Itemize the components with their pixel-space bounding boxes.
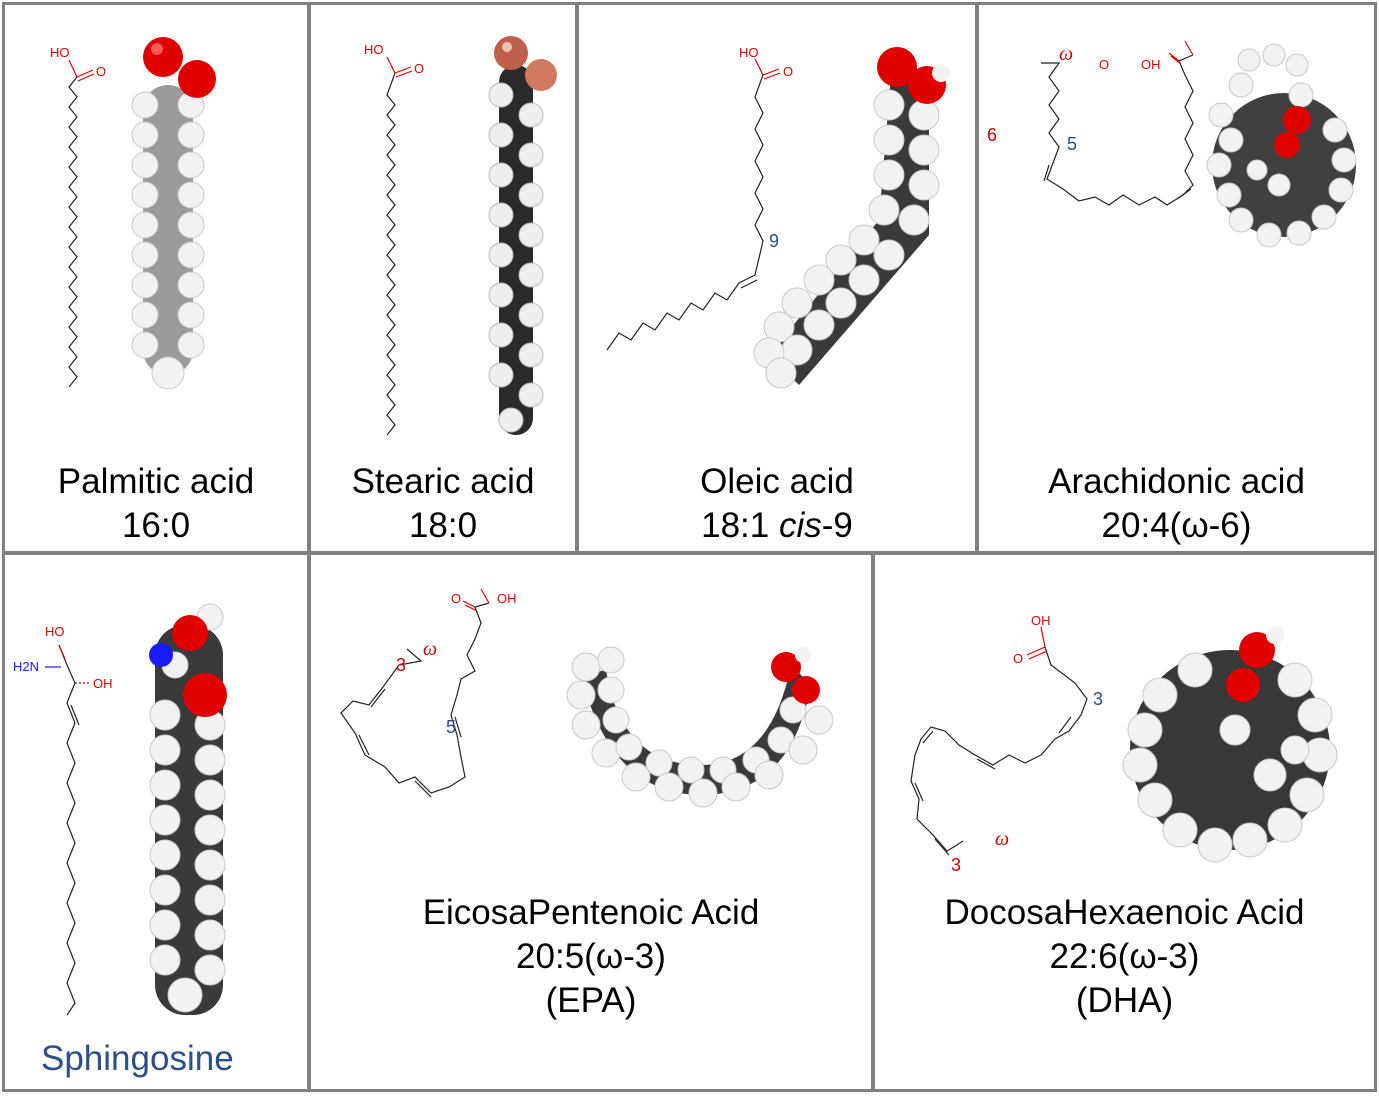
palmitic-acid-caption: Palmitic acid 16:0 — [5, 460, 307, 548]
stearic-acid-notation: 18:0 — [408, 506, 478, 545]
hydroxyl-label: HO — [45, 624, 65, 639]
stearic-acid-caption: Stearic acid 18:0 — [311, 460, 575, 548]
eicosapentenoic-acid-notation: 20:5(ω-3) — [516, 937, 666, 976]
omega-position-marker: 6 — [987, 125, 997, 145]
hydroxyl-label: OH — [497, 591, 517, 606]
docosahexaenoic-acid-name: DocosaHexaenoic Acid — [944, 893, 1305, 932]
oleic-acid-space-filling-model — [753, 47, 950, 389]
palmitic-acid-notation: 16:0 — [121, 506, 191, 545]
eicosapentenoic-acid-space-filling-model — [566, 646, 834, 808]
palmitic-acid-structure: HO O — [50, 37, 216, 390]
carbonyl-oxygen-label: O — [1013, 651, 1023, 666]
sphingosine-caption: Sphingosine — [41, 1037, 307, 1081]
stearic-acid-structure: HO O — [364, 36, 557, 436]
hydroxyl-label-2: OH — [93, 676, 113, 691]
panel-arachidonic-acid: ω O OH 6 5 Arachidonic acid 20:4(ω-6) — [976, 2, 1377, 554]
sphingosine-structure: HO H2N OH — [13, 603, 227, 1016]
double-bond-position-marker: 5 — [1067, 134, 1077, 154]
oleic-acid-structure: HO O 9 — [606, 45, 950, 389]
carbonyl-oxygen-label: O — [414, 61, 424, 76]
panel-sphingosine: HO H2N OH Sphingosine — [2, 552, 310, 1092]
hydroxyl-label: HO — [364, 42, 384, 57]
carbonyl-oxygen-label: O — [451, 591, 461, 606]
carbonyl-oxygen-label: O — [1099, 57, 1109, 72]
docosahexaenoic-acid-structure: OH O 3 3 ω — [910, 613, 1338, 875]
palmitic-acid-name: Palmitic acid — [57, 462, 255, 501]
arachidonic-acid-notation: 20:4(ω-6) — [1101, 506, 1252, 545]
hydroxyl-label: HO — [739, 45, 759, 60]
stearic-acid-space-filling-model — [488, 36, 557, 435]
panel-docosahexaenoic-acid: OH O 3 3 ω DocosaHexaenoic Acid 22:6(ω-3… — [872, 552, 1377, 1092]
omega-position-marker: 3 — [396, 655, 406, 675]
eicosapentenoic-acid-abbreviation: (EPA) — [545, 981, 637, 1020]
stearic-acid-name: Stearic acid — [351, 462, 535, 501]
palmitic-acid-space-filling-model — [131, 37, 216, 390]
oleic-acid-caption: Oleic acid 18:1 cis-9 — [579, 460, 975, 548]
docosahexaenoic-acid-abbreviation: (DHA) — [1075, 981, 1174, 1020]
sphingosine-name: Sphingosine — [41, 1039, 234, 1078]
hydroxyl-label: OH — [1141, 57, 1161, 72]
carbonyl-oxygen-label: O — [96, 64, 106, 79]
eicosapentenoic-acid-caption: EicosaPentenoic Acid 20:5(ω-3) (EPA) — [311, 891, 871, 1023]
arachidonic-acid-space-filling-model — [1206, 43, 1357, 248]
panel-oleic-acid: HO O 9 Oleic acid 18:1 cis-9 — [576, 2, 978, 554]
docosahexaenoic-acid-notation: 22:6(ω-3) — [1049, 937, 1200, 976]
eicosapentenoic-acid-structure: ω 3 5 O OH — [340, 588, 834, 808]
carbonyl-oxygen-label: O — [783, 64, 793, 79]
arachidonic-acid-caption: Arachidonic acid 20:4(ω-6) — [979, 460, 1374, 548]
arachidonic-acid-structure: ω O OH 6 5 — [987, 40, 1357, 248]
oleic-acid-name: Oleic acid — [700, 462, 854, 501]
double-bond-position-marker: 9 — [769, 231, 779, 251]
omega-position-marker: 3 — [951, 855, 961, 875]
omega-marker: ω — [423, 638, 437, 660]
sphingosine-space-filling-model — [149, 603, 227, 1015]
omega-marker: ω — [1059, 43, 1073, 65]
amine-label: H2N — [13, 659, 39, 674]
double-bond-position-marker: 3 — [1093, 689, 1103, 709]
double-bond-position-marker: 5 — [446, 717, 456, 737]
arachidonic-acid-name: Arachidonic acid — [1048, 462, 1305, 501]
docosahexaenoic-acid-space-filling-model — [1122, 626, 1338, 863]
oleic-acid-notation: 18:1 cis-9 — [701, 506, 853, 545]
hydroxyl-label: HO — [50, 45, 70, 60]
omega-marker: ω — [995, 828, 1009, 850]
panel-eicosapentenoic-acid: ω 3 5 O OH EicosaPenten — [308, 552, 874, 1092]
panel-stearic-acid: HO O Stearic acid 18:0 — [308, 2, 578, 554]
docosahexaenoic-acid-caption: DocosaHexaenoic Acid 22:6(ω-3) (DHA) — [875, 891, 1374, 1023]
eicosapentenoic-acid-name: EicosaPentenoic Acid — [422, 893, 760, 932]
hydroxyl-label: OH — [1031, 613, 1051, 628]
panel-palmitic-acid: HO O Palmitic acid 16:0 — [2, 2, 310, 554]
